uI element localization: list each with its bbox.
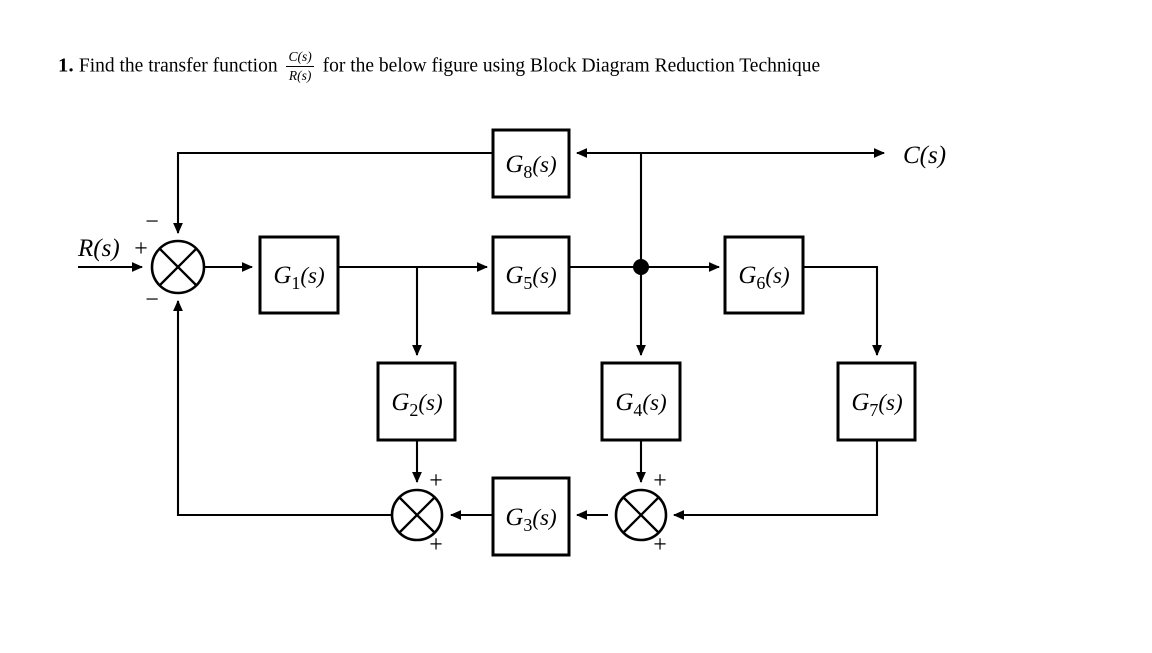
fraction-denominator: R(s) (286, 65, 314, 84)
block-g3-label: G3(s) (505, 504, 556, 535)
summing-junction-3[interactable]: + + (614, 468, 668, 558)
block-g4-label: G4(s) (615, 389, 666, 420)
sum1-sign-top: − (145, 209, 159, 235)
summing-junction-1[interactable]: + − − (134, 209, 206, 313)
block-g6-label: G6(s) (738, 262, 789, 293)
block-g1[interactable]: G1(s) (258, 235, 340, 315)
block-g7[interactable]: G7(s) (836, 361, 917, 442)
fraction-numerator: C(s) (288, 49, 312, 64)
wire-g8-to-sum1 (173, 151, 493, 234)
block-g2[interactable]: G2(s) (376, 361, 457, 442)
question-text: 1. Find the transfer function C(s) R(s) … (58, 49, 1088, 84)
input-label-rs: R(s) (77, 235, 120, 262)
block-g7-label: G7(s) (851, 389, 902, 420)
block-g3[interactable]: G3(s) (491, 476, 571, 557)
sum1-sign-input: + (134, 236, 148, 262)
block-g1-label: G1(s) (273, 262, 324, 293)
sum2-sign-top: + (429, 468, 443, 494)
question-number: 1. (58, 54, 74, 77)
sum1-sign-bottom: − (145, 287, 159, 313)
takeoff-node (633, 259, 649, 275)
transfer-function-fraction: C(s) R(s) (286, 49, 314, 84)
sum3-sign-top: + (653, 468, 667, 494)
block-diagram: G8(s) G1(s) G5(s) G6(s) G2(s) G4(s) G7(s… (0, 96, 1152, 653)
block-g8[interactable]: G8(s) (491, 128, 571, 199)
wire-g6-to-g7 (803, 265, 882, 356)
block-g4[interactable]: G4(s) (600, 361, 682, 442)
wire-g7-to-sum3 (673, 440, 879, 520)
question-text-before: Find the transfer function (78, 55, 278, 77)
block-g8-label: G8(s) (505, 151, 556, 182)
summing-junction-2[interactable]: + + (390, 468, 444, 558)
sum2-sign-right: + (429, 532, 443, 558)
output-label-cs: C(s) (903, 142, 946, 169)
question-text-after: for the below figure using Block Diagram… (322, 55, 821, 77)
block-g2-label: G2(s) (391, 389, 442, 420)
block-g6[interactable]: G6(s) (723, 235, 805, 315)
sum3-sign-right: + (653, 532, 667, 558)
wire-inner-feedback-to-sum1 (173, 300, 392, 517)
block-g5-label: G5(s) (505, 262, 556, 293)
block-g5[interactable]: G5(s) (491, 235, 571, 315)
